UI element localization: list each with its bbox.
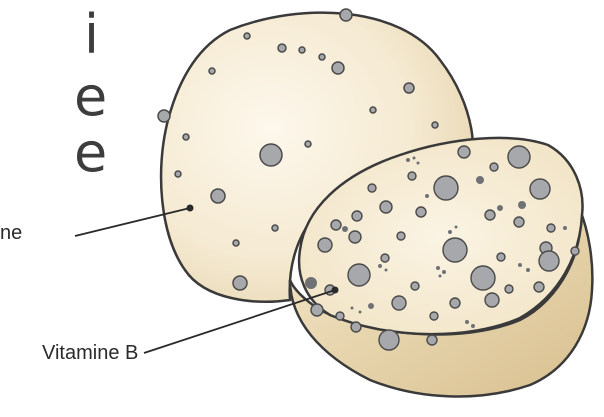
leader-dot-left (187, 205, 194, 212)
leader-dot-vitamine-b (332, 287, 339, 294)
label-vitamine-b: Vitamine B (42, 342, 138, 365)
label-left-partial: ne (0, 222, 22, 245)
